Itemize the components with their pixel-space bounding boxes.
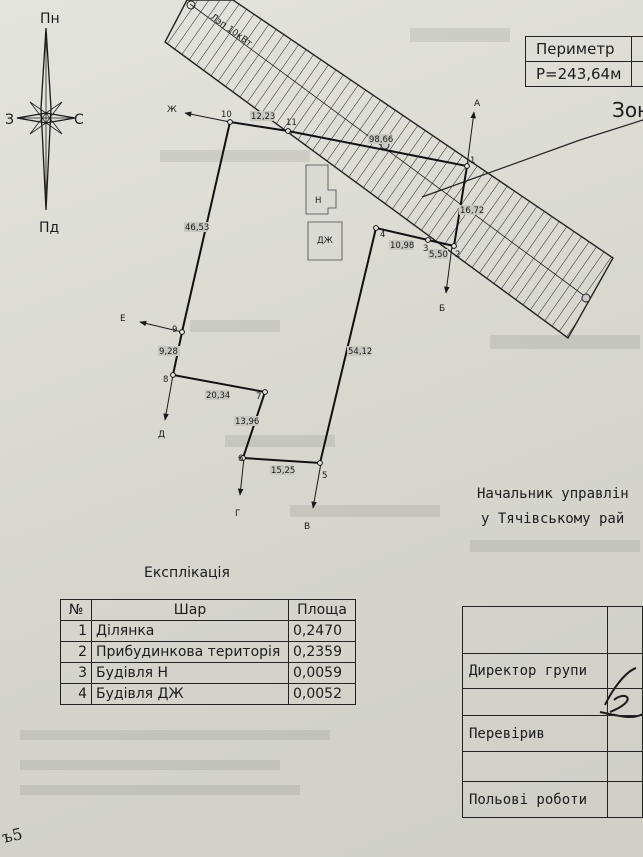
point-label-1: 1: [470, 156, 475, 166]
title-block-stamp: Директор групи Перевірив Польові роботи: [462, 606, 643, 818]
perimeter-area-cut: S: [631, 61, 643, 87]
explication-title: Експлікація: [144, 565, 230, 581]
stamp-role: [462, 606, 608, 654]
stamp-role: Директор групи: [462, 653, 608, 689]
direction-b: Б: [439, 304, 445, 314]
point-label-6: 6: [238, 454, 243, 464]
direction-v: В: [304, 522, 310, 532]
segment-length: 20,34: [206, 391, 230, 401]
neighbour-arrows: [139, 111, 476, 509]
pole-marker-icon: [186, 0, 196, 10]
table-row: 1 Ділянка 0,2470: [60, 620, 356, 642]
stamp-role: Перевірив: [462, 715, 608, 752]
table-row: 2 Прибудинкова територія 0,2359: [60, 641, 356, 663]
point-label-2: 2: [455, 250, 460, 260]
stamp-role: [462, 688, 608, 716]
building-label-n: Н: [315, 196, 321, 206]
point-label-11: 11: [286, 118, 297, 128]
point-label-7: 7: [256, 392, 261, 402]
direction-g: Г: [235, 509, 241, 519]
segment-length: 15,25: [271, 466, 295, 476]
segment-length: 16,72: [460, 206, 484, 216]
segment-length: 13,96: [235, 417, 259, 427]
point-label-9: 9: [172, 325, 177, 335]
segment-length: 9,28: [159, 347, 178, 357]
compass-rose-icon: [16, 27, 76, 211]
perimeter-label: Периметр: [524, 36, 633, 62]
compass-south: Пд: [39, 220, 59, 236]
table-row: 4 Будівля ДЖ 0,0052: [60, 683, 356, 705]
explication-header-area: Площа: [288, 599, 356, 621]
explication-table: № Шар Площа 1 Ділянка 0,2470 2 Прибудинк…: [60, 599, 356, 705]
segment-length: 12,23: [251, 112, 275, 122]
direction-a: А: [474, 99, 481, 109]
point-label-10: 10: [221, 110, 232, 120]
zone-leader-line: [421, 119, 643, 198]
compass-east: С: [74, 112, 84, 128]
explication-header-layer: Шар: [91, 599, 289, 621]
point-label-3: 3: [423, 244, 428, 254]
perimeter-table: Периметр P=243,64м S: [524, 36, 643, 87]
direction-d: Д: [158, 430, 165, 440]
stamp-role: [462, 751, 608, 782]
building-dzh: [307, 221, 343, 261]
building-n: [305, 164, 337, 215]
stamp-role: Польові роботи: [462, 781, 608, 818]
perimeter-value: P=243,64м: [524, 61, 633, 87]
chief-block: Начальник управлін у Тячівському рай: [477, 482, 629, 532]
vertex-markers: [170, 119, 470, 466]
direction-zh: Ж: [167, 105, 177, 115]
table-row: 3 Будівля Н 0,0059: [60, 662, 356, 684]
segment-length: 46,53: [185, 223, 209, 233]
compass-west: З: [5, 112, 14, 128]
point-label-5: 5: [322, 471, 327, 481]
perimeter-extra: [631, 36, 643, 62]
explication-header-num: №: [60, 599, 92, 621]
segment-length: 10,98: [390, 241, 414, 251]
point-label-4: 4: [380, 230, 385, 240]
zone-label: Зон: [612, 98, 643, 122]
faded-imprint: [20, 28, 640, 795]
building-label-dzh: ДЖ: [317, 236, 333, 246]
point-label-8: 8: [163, 375, 168, 385]
segment-length: 98,66: [369, 135, 393, 145]
compass-north: Пн: [40, 11, 60, 27]
direction-e: Е: [120, 314, 126, 324]
chief-line-1: Начальник управлін: [477, 486, 629, 502]
segment-length: 5,50: [429, 250, 448, 260]
chief-line-2: у Тячівському рай: [481, 511, 625, 527]
segment-length: 54,12: [348, 347, 372, 357]
pole-marker-icon: [581, 293, 591, 303]
